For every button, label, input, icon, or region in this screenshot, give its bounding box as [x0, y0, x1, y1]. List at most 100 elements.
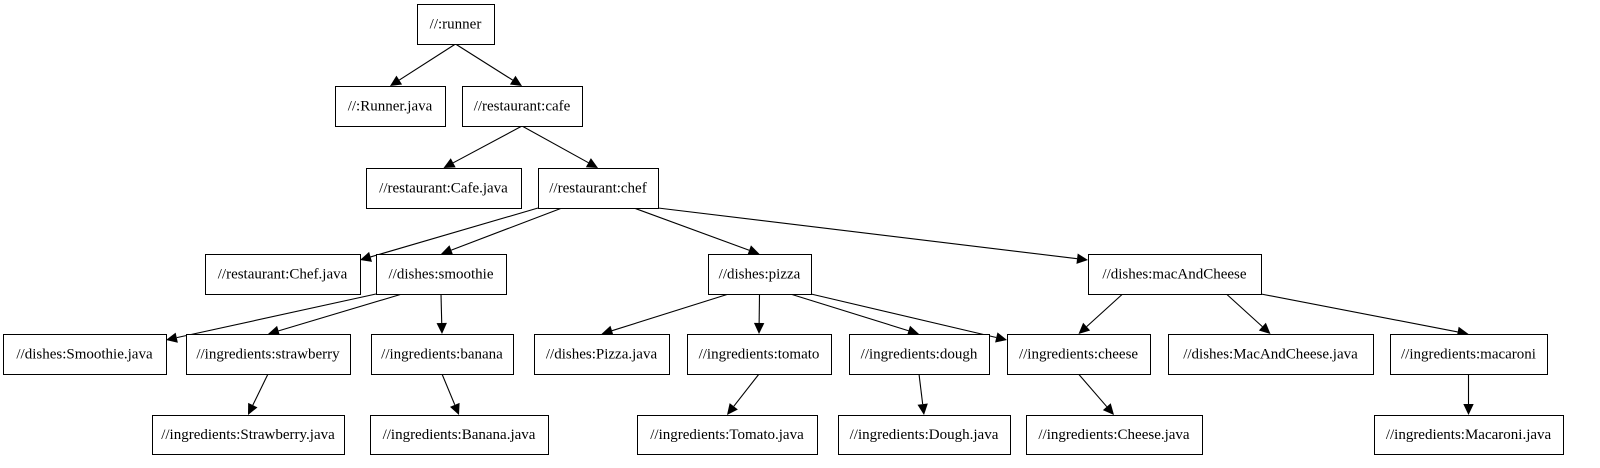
- graph-edge: [1086, 293, 1123, 328]
- graph-node-label: //ingredients:Macaroni.java: [1386, 427, 1552, 443]
- graph-node-box[interactable]: [3, 334, 167, 375]
- graph-node-box[interactable]: [687, 334, 832, 375]
- graph-node-box[interactable]: [205, 254, 361, 295]
- graph-node-label: //dishes:Smoothie.java: [16, 346, 153, 362]
- graph-edge: [790, 293, 909, 332]
- graph-edge-arrowhead: [906, 325, 919, 336]
- graph-node-box[interactable]: [152, 415, 345, 455]
- graph-node[interactable]: //ingredients:Strawberry.java: [152, 415, 345, 455]
- graph-edge: [633, 207, 750, 251]
- graph-node[interactable]: //dishes:macAndCheese: [1088, 254, 1262, 295]
- graph-node-box[interactable]: [1007, 334, 1151, 375]
- graph-node[interactable]: //:Runner.java: [335, 86, 446, 127]
- graph-edge: [657, 207, 1078, 260]
- graph-edge: [370, 207, 539, 258]
- graph-node-label: //dishes:Pizza.java: [546, 346, 658, 362]
- graph-edge: [1226, 293, 1263, 328]
- graph-edge-arrowhead: [1258, 322, 1271, 334]
- graph-edge-arrowhead: [1102, 403, 1114, 415]
- graph-edge: [733, 373, 760, 407]
- graph-edge-arrowhead: [436, 322, 447, 334]
- graph-edge-arrowhead: [390, 75, 403, 86]
- graph-edge: [1260, 293, 1458, 333]
- graph-node-label: //ingredients:macaroni: [1401, 346, 1536, 362]
- graph-node-label: //dishes:MacAndCheese.java: [1183, 346, 1358, 362]
- graph-node-label: //dishes:smoothie: [389, 266, 494, 282]
- graph-edge: [441, 373, 456, 406]
- graph-node[interactable]: //ingredients:Cheese.java: [1026, 415, 1203, 455]
- graph-node[interactable]: //dishes:pizza: [708, 254, 812, 295]
- graph-node-box[interactable]: [335, 86, 446, 127]
- graph-edge-arrowhead: [268, 325, 281, 336]
- graph-node-box[interactable]: [366, 168, 522, 209]
- graph-node[interactable]: //dishes:MacAndCheese.java: [1168, 334, 1374, 375]
- graph-edge-arrowhead: [585, 158, 598, 168]
- graph-edge-arrowhead: [1463, 404, 1474, 415]
- graph-node-label: //ingredients:Banana.java: [383, 427, 536, 443]
- graph-edge: [252, 373, 269, 406]
- graph-node[interactable]: //:runner: [417, 4, 495, 45]
- graph-edge-arrowhead: [166, 332, 178, 343]
- graph-edge-arrowhead: [727, 403, 738, 415]
- graph-edge: [398, 43, 456, 81]
- graph-node[interactable]: //dishes:smoothie: [376, 254, 507, 295]
- graph-node[interactable]: //ingredients:dough: [849, 334, 990, 375]
- graph-edge-arrowhead: [360, 251, 373, 262]
- graph-node-label: //ingredients:Tomato.java: [650, 427, 804, 443]
- graph-node-box[interactable]: [186, 334, 351, 375]
- graph-edge-arrowhead: [747, 245, 760, 256]
- graph-node[interactable]: //ingredients:Banana.java: [370, 415, 549, 455]
- graph-edge: [176, 293, 377, 339]
- graph-node[interactable]: //restaurant:cafe: [462, 86, 583, 127]
- graph-node-box[interactable]: [708, 254, 812, 295]
- graph-node[interactable]: //ingredients:strawberry: [186, 334, 351, 375]
- graph-edge: [918, 373, 924, 405]
- nodes-layer: //:runner //:Runner.java //restaurant:cafe…: [3, 4, 1564, 455]
- graph-node-box[interactable]: [534, 334, 670, 375]
- graph-edge-arrowhead: [441, 245, 454, 255]
- graph-node-box[interactable]: [417, 4, 495, 45]
- graph-node-label: //ingredients:Strawberry.java: [161, 427, 335, 443]
- graph-node-box[interactable]: [1390, 334, 1548, 375]
- graph-node-label: //ingredients:strawberry: [196, 346, 340, 362]
- graph-edge: [440, 293, 443, 324]
- graph-node[interactable]: //ingredients:banana: [371, 334, 514, 375]
- graph-node-box[interactable]: [1168, 334, 1374, 375]
- graph-node[interactable]: //restaurant:Cafe.java: [366, 168, 522, 209]
- graph-edge: [451, 207, 563, 251]
- graph-node[interactable]: //ingredients:cheese: [1007, 334, 1151, 375]
- graph-edge-arrowhead: [248, 402, 258, 415]
- graph-node-box[interactable]: [376, 254, 507, 295]
- graph-edge: [810, 293, 997, 339]
- graph-node-label: //restaurant:Cafe.java: [379, 180, 508, 196]
- graph-node-label: //ingredients:Dough.java: [850, 427, 999, 443]
- graph-node-box[interactable]: [371, 334, 514, 375]
- graph-node[interactable]: //ingredients:Tomato.java: [637, 415, 818, 455]
- graph-node-box[interactable]: [849, 334, 990, 375]
- graph-node[interactable]: //ingredients:tomato: [687, 334, 832, 375]
- graph-edge-arrowhead: [1078, 322, 1091, 334]
- graph-node-box[interactable]: [637, 415, 818, 455]
- graph-node-box[interactable]: [370, 415, 549, 455]
- graph-node[interactable]: //restaurant:Chef.java: [205, 254, 361, 295]
- graph-node-box[interactable]: [1088, 254, 1262, 295]
- graph-node[interactable]: //ingredients:Dough.java: [838, 415, 1011, 455]
- graph-node-box[interactable]: [1374, 415, 1564, 455]
- graph-node-label: //restaurant:cafe: [474, 98, 571, 114]
- graph-edge-arrowhead: [443, 158, 456, 168]
- graph-node-label: //:Runner.java: [348, 98, 433, 114]
- graph-node-box[interactable]: [462, 86, 583, 127]
- graph-edge: [521, 125, 589, 164]
- graph-node-box[interactable]: [1026, 415, 1203, 455]
- graph-edge-arrowhead: [917, 403, 928, 415]
- graph-node[interactable]: //dishes:Pizza.java: [534, 334, 670, 375]
- graph-node[interactable]: //ingredients:Macaroni.java: [1374, 415, 1564, 455]
- graph-node[interactable]: //ingredients:macaroni: [1390, 334, 1548, 375]
- graph-node-label: //ingredients:dough: [861, 346, 978, 362]
- graph-node-box[interactable]: [838, 415, 1011, 455]
- graph-node-label: //:runner: [430, 16, 482, 32]
- graph-node[interactable]: //restaurant:chef: [538, 168, 659, 209]
- graph-node[interactable]: //dishes:Smoothie.java: [3, 334, 167, 375]
- graph-node-box[interactable]: [538, 168, 659, 209]
